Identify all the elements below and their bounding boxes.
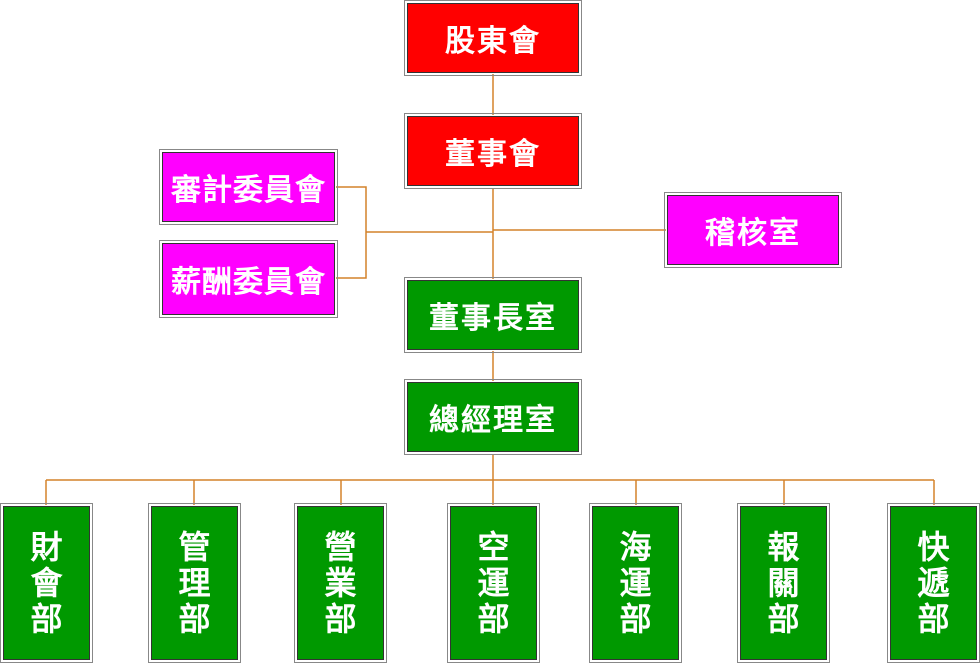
dept-char: 空 [477, 528, 510, 566]
dept-char: 業 [324, 564, 357, 602]
dept-char: 關 [767, 564, 800, 602]
dept-char: 部 [30, 600, 63, 638]
compensation-committee-label: 薪酬委員會 [171, 265, 326, 300]
dept-char: 快 [917, 528, 950, 566]
department-sales: 營 業 部 [294, 503, 387, 663]
audit-office-box: 稽核室 [664, 192, 842, 268]
compensation-committee-box: 薪酬委員會 [159, 240, 338, 318]
connector-audit-committee [336, 186, 367, 232]
dept-char: 財 [30, 528, 63, 566]
gm-office-label: 總經理室 [429, 403, 557, 438]
shareholders-box: 股東會 [404, 0, 582, 76]
dept-char: 部 [619, 600, 652, 638]
gm-office-box: 總經理室 [404, 379, 582, 455]
department-administration: 管 理 部 [148, 503, 241, 663]
department-express: 快 遞 部 [887, 503, 980, 663]
shareholders-label: 股東會 [445, 24, 541, 59]
dept-char: 部 [477, 600, 510, 638]
board-label: 董事會 [445, 137, 541, 172]
chairman-office-box: 董事長室 [404, 277, 582, 353]
department-air-freight: 空 運 部 [447, 503, 540, 663]
dept-char: 遞 [917, 564, 950, 602]
dept-char: 運 [619, 564, 652, 602]
dept-char: 營 [324, 528, 357, 566]
department-customs: 報 關 部 [737, 503, 830, 663]
dept-char: 部 [917, 600, 950, 638]
dept-char: 運 [477, 564, 510, 602]
audit-committee-box: 審計委員會 [159, 149, 338, 225]
department-finance: 財 會 部 [0, 503, 93, 663]
dept-char: 理 [178, 564, 211, 602]
board-box: 董事會 [404, 113, 582, 189]
chairman-office-label: 董事長室 [429, 301, 557, 336]
audit-office-label: 稽核室 [705, 216, 801, 251]
dept-char: 部 [178, 600, 211, 638]
audit-committee-label: 審計委員會 [171, 173, 326, 208]
dept-char: 部 [324, 600, 357, 638]
dept-char: 部 [767, 600, 800, 638]
department-ocean-freight: 海 運 部 [589, 503, 682, 663]
dept-char: 報 [767, 528, 800, 566]
dept-char: 海 [619, 528, 652, 566]
dept-char: 會 [30, 564, 63, 602]
dept-char: 管 [178, 528, 211, 566]
connector-compensation-committee [336, 232, 367, 279]
